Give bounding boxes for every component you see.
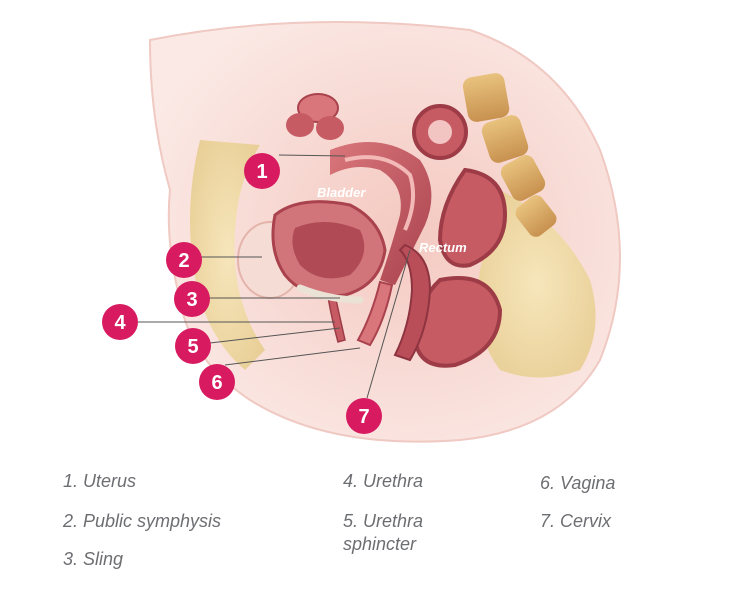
spine: [462, 73, 557, 237]
svg-text:3: 3: [186, 289, 197, 311]
marker-3: 3: [174, 281, 210, 317]
abdominal-fat: [190, 140, 265, 370]
leader-line-6: [224, 347, 361, 366]
rectum-region-label: Rectum: [419, 240, 467, 255]
svg-text:4: 4: [114, 312, 126, 334]
svg-text:5: 5: [187, 336, 198, 358]
marker-7: 7: [346, 398, 382, 434]
svg-text:2: 2: [178, 250, 189, 272]
legend-item-sling: 3. Sling: [63, 549, 124, 569]
legend-item-urethra-sphincter: 5. Urethra sphincter: [343, 511, 424, 554]
marker-2: 2: [166, 242, 202, 278]
svg-text:1: 1: [256, 161, 267, 183]
legend-item-vagina: 6. Vagina: [540, 473, 616, 493]
intestines: [412, 104, 508, 368]
leader-lines: [138, 154, 411, 399]
urethra: [327, 294, 346, 343]
bladder-region-label: Bladder: [317, 185, 366, 200]
anatomy-illustration: Bladder Rectum 1 2 3 4 5 6 7: [102, 21, 621, 443]
rectum: [393, 243, 432, 362]
vertebra: [481, 115, 529, 163]
sling: [296, 284, 364, 304]
marker-6: 6: [199, 364, 235, 400]
svg-text:7: 7: [358, 406, 369, 428]
legend-item-urethra: 4. Urethra: [343, 471, 424, 491]
svg-text:6: 6: [211, 372, 222, 394]
leader-line-5: [209, 327, 341, 344]
marker-4: 4: [102, 304, 138, 340]
ovary: [286, 93, 344, 140]
vertebra: [515, 195, 557, 237]
uterus-lining: [344, 155, 416, 231]
leader-line-1: [278, 154, 346, 157]
leader-line-7: [366, 249, 411, 399]
vertebra: [500, 155, 546, 201]
marker-1: 1: [244, 153, 280, 189]
legend-item-public-symphysis: 2. Public symphysis: [63, 511, 222, 531]
bladder-lumen: [292, 221, 365, 279]
vagina: [356, 280, 394, 347]
posterior-fat: [477, 190, 596, 378]
vertebra: [462, 73, 510, 122]
marker-5: 5: [175, 328, 211, 364]
legend-item-uterus: 1. Uterus: [63, 471, 137, 491]
legend-item-cervix: 7. Cervix: [540, 511, 612, 531]
